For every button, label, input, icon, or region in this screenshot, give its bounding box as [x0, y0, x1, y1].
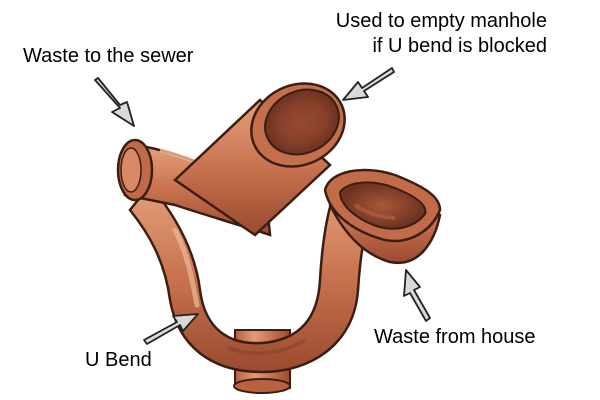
- waste-to-sewer-text: Waste to the sewer: [23, 45, 194, 67]
- arrow-to-sewer-label: [94, 77, 135, 127]
- arrow-to-manhole-label: [342, 67, 395, 101]
- u-bend-label: U Bend: [85, 348, 152, 373]
- waste-from-house-label: Waste from house: [374, 325, 536, 350]
- house-inlet-pipe: [323, 168, 442, 265]
- arrow-to-house-label: [403, 269, 431, 322]
- empty-manhole-label: Used to empty manhole if U bend is block…: [315, 9, 547, 59]
- u-bend-text: U Bend: [85, 349, 152, 371]
- waste-to-sewer-label: Waste to the sewer: [23, 44, 193, 69]
- waste-from-house-text: Waste from house: [374, 326, 536, 348]
- empty-manhole-line1: Used to empty manhole: [335, 10, 547, 32]
- empty-manhole-line2: if U bend is blocked: [372, 35, 547, 57]
- arrow-to-ubend-label: [143, 313, 199, 345]
- access-pipe: [173, 82, 346, 237]
